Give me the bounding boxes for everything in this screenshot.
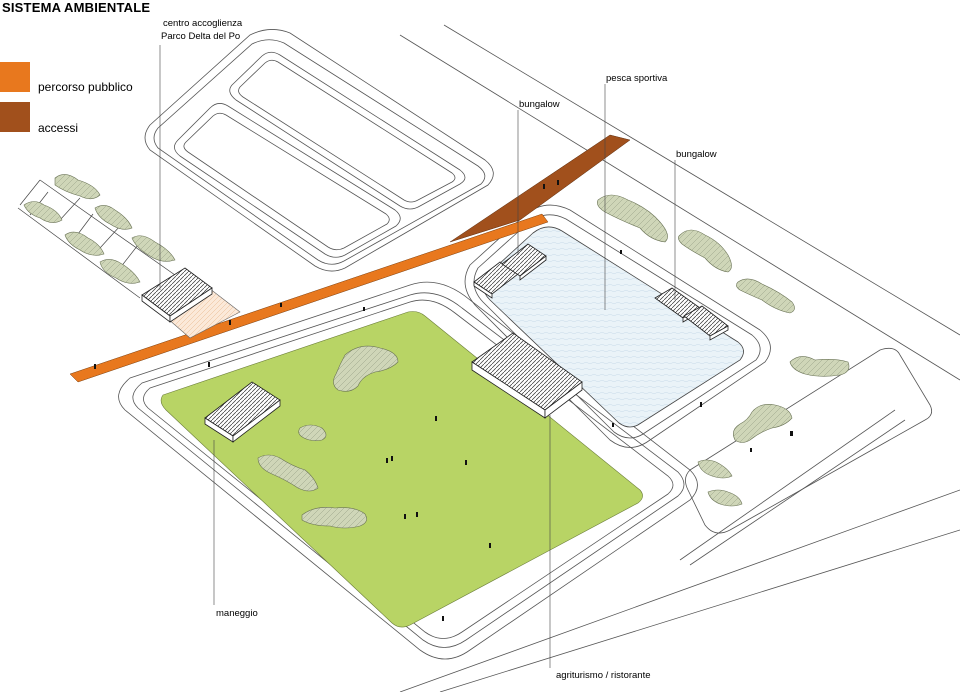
main-lot bbox=[118, 281, 698, 660]
label-centro-line1: centro accoglienza bbox=[163, 18, 243, 29]
fishing-pond bbox=[482, 226, 744, 428]
label-agriturismo: agriturismo / ristorante bbox=[556, 670, 651, 681]
legend-label-access: accessi bbox=[38, 121, 79, 135]
public-path bbox=[69, 213, 549, 383]
label-pesca-sportiva: pesca sportiva bbox=[606, 73, 668, 84]
access-path bbox=[449, 134, 631, 243]
pond-lot bbox=[464, 204, 771, 448]
upper-basins bbox=[144, 29, 494, 272]
road-top bbox=[399, 24, 960, 381]
legend-swatch-public-path bbox=[0, 62, 30, 92]
legend-swatch-access bbox=[0, 102, 30, 132]
road-bottom bbox=[399, 409, 960, 692]
label-bungalow-right: bungalow bbox=[676, 149, 717, 160]
bungalow-left-group bbox=[473, 243, 547, 299]
label-bungalow-left: bungalow bbox=[519, 99, 560, 110]
agriturismo-building bbox=[471, 332, 583, 419]
label-centro-line2: Parco Delta del Po bbox=[161, 31, 241, 42]
trees-right bbox=[597, 194, 850, 507]
label-maneggio: maneggio bbox=[216, 608, 258, 619]
stable-building bbox=[204, 381, 281, 443]
parking-trees bbox=[23, 174, 176, 284]
right-lot bbox=[685, 347, 933, 534]
leader-lines bbox=[159, 45, 676, 668]
parking-rows bbox=[17, 179, 176, 299]
meadow bbox=[160, 311, 643, 628]
legend-label-public-path: percorso pubblico bbox=[38, 80, 133, 94]
visitor-centre-building bbox=[141, 267, 213, 323]
people-figures bbox=[94, 180, 793, 621]
diagram-title: SISTEMA AMBIENTALE bbox=[2, 0, 151, 15]
bungalow-right-group bbox=[654, 287, 729, 341]
trees-meadow bbox=[257, 345, 399, 529]
